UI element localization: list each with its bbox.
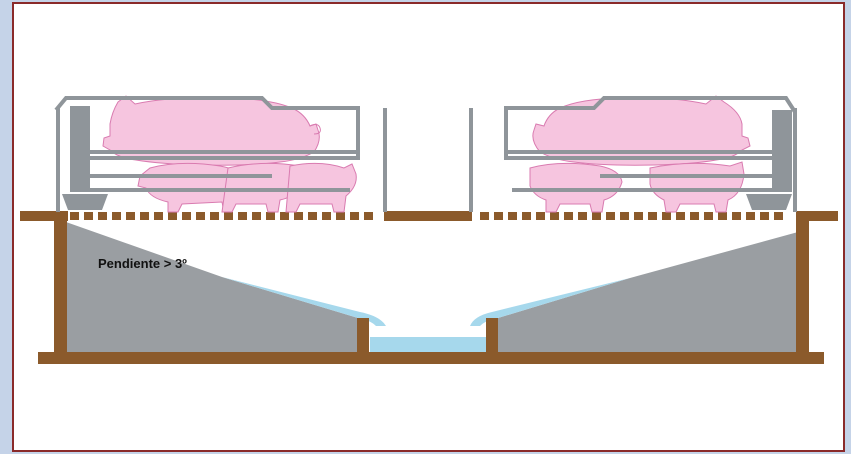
- slope-label: Pendiente > 3º: [98, 256, 187, 271]
- right-feeder-trough: [746, 194, 792, 210]
- channel-water: [370, 337, 486, 352]
- floor-slat: [294, 212, 303, 220]
- left-feeder-trough: [62, 194, 108, 210]
- floor-slat: [494, 212, 503, 220]
- center-walkway: [384, 211, 472, 221]
- floor-slat: [550, 212, 559, 220]
- right-water-film: [470, 278, 630, 326]
- left-feeder: [70, 106, 90, 192]
- floor-slat: [592, 212, 601, 220]
- floor-slat: [522, 212, 531, 220]
- left-front-post: [56, 108, 60, 212]
- aisle-wall-right: [469, 108, 473, 212]
- floor-slat: [774, 212, 783, 220]
- floor-slat: [732, 212, 741, 220]
- left-crate-frame: [54, 96, 360, 192]
- floor-slat: [140, 212, 149, 220]
- right-front-post: [793, 108, 797, 212]
- floor-slat: [84, 212, 93, 220]
- floor-slat: [718, 212, 727, 220]
- floor-slat: [564, 212, 573, 220]
- floor-slat: [266, 212, 275, 220]
- left-outer-wall: [54, 221, 67, 354]
- base-slab: [38, 352, 824, 364]
- pit-structure: [20, 211, 838, 364]
- floor-slat: [168, 212, 177, 220]
- left-piglets: [137, 162, 357, 213]
- floor-slat: [662, 212, 671, 220]
- aisle-wall-left: [383, 108, 387, 212]
- floor-slat: [112, 212, 121, 220]
- floor-slat: [480, 212, 489, 220]
- diagram-frame: [12, 2, 845, 452]
- left-slope: [66, 222, 358, 352]
- floor-slat: [210, 212, 219, 220]
- floor-slat: [308, 212, 317, 220]
- right-farrowing-pen: [504, 95, 797, 213]
- floor-slat: [746, 212, 755, 220]
- right-outer-wall: [796, 221, 809, 354]
- right-floor-edge: [796, 211, 838, 221]
- floor-slat: [634, 212, 643, 220]
- right-crate-frame: [504, 96, 797, 192]
- floor-slat: [154, 212, 163, 220]
- floor-slat: [336, 212, 345, 220]
- right-slatted-floor: [480, 212, 783, 220]
- left-channel-wall: [357, 318, 369, 354]
- floor-slat: [508, 212, 517, 220]
- left-farrowing-pen: [54, 95, 360, 213]
- right-slope: [498, 232, 798, 352]
- floor-slat: [620, 212, 629, 220]
- floor-slat: [350, 212, 359, 220]
- right-piglets: [529, 161, 745, 213]
- floor-slat: [606, 212, 615, 220]
- left-floor-edge: [20, 211, 68, 221]
- floor-slat: [98, 212, 107, 220]
- floor-slat: [70, 212, 79, 220]
- right-feeder: [772, 110, 792, 192]
- floor-slat: [126, 212, 135, 220]
- floor-slat: [322, 212, 331, 220]
- floor-slat: [760, 212, 769, 220]
- floor-slat: [676, 212, 685, 220]
- floor-slat: [364, 212, 373, 220]
- floor-slat: [280, 212, 289, 220]
- floor-slat: [238, 212, 247, 220]
- floor-slat: [704, 212, 713, 220]
- left-water-film: [222, 277, 386, 326]
- floor-slat: [578, 212, 587, 220]
- floor-slat: [690, 212, 699, 220]
- right-channel-wall: [486, 318, 498, 354]
- floor-slat: [196, 212, 205, 220]
- floor-slat: [536, 212, 545, 220]
- left-slatted-floor: [70, 212, 373, 220]
- floor-slat: [224, 212, 233, 220]
- floor-slat: [182, 212, 191, 220]
- floor-slat: [648, 212, 657, 220]
- floor-slat: [252, 212, 261, 220]
